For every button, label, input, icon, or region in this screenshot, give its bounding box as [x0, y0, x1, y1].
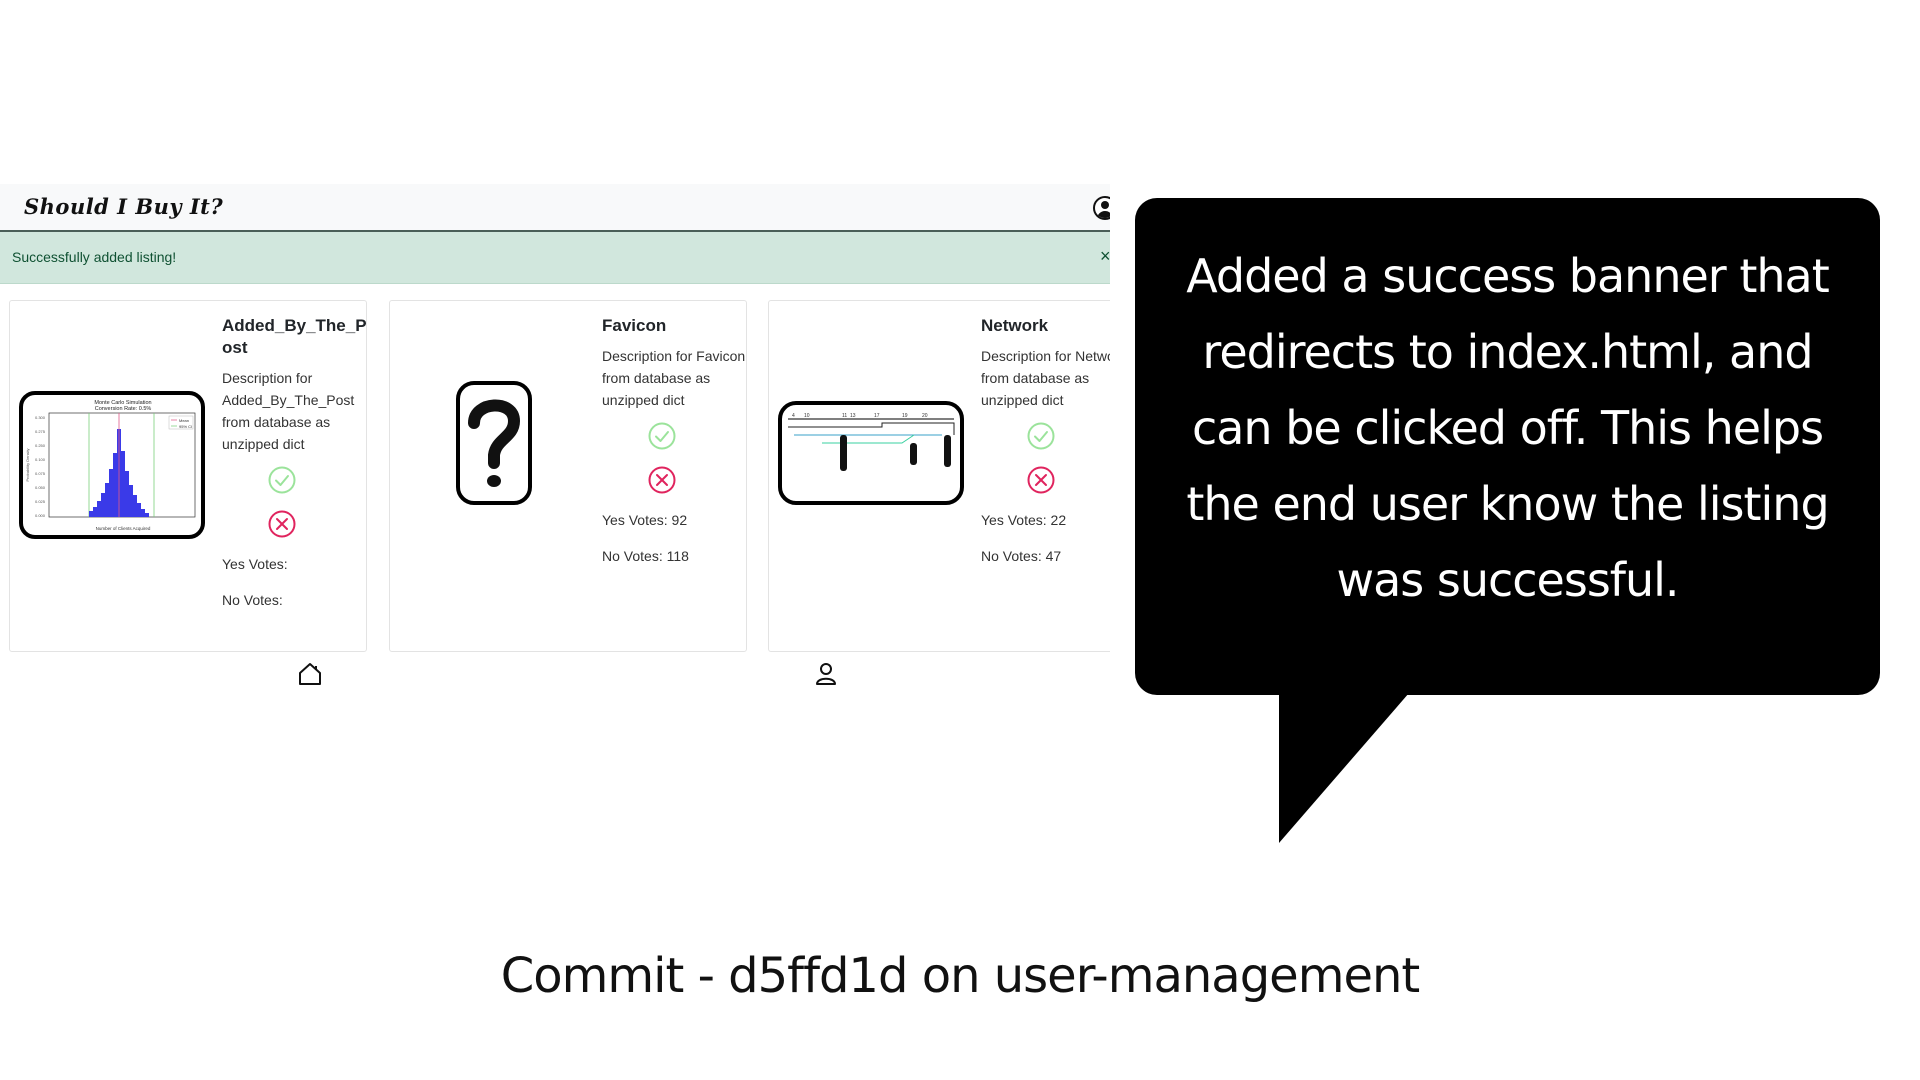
- no-votes: No Votes:: [222, 591, 372, 609]
- legend-ci: 95% CI: [179, 424, 192, 429]
- listing-title[interactable]: Favicon: [602, 316, 667, 335]
- svg-text:11: 11: [842, 413, 847, 419]
- svg-text:19: 19: [902, 413, 908, 419]
- listing-description: Description for Favicon from database as…: [602, 348, 746, 408]
- home-icon[interactable]: [296, 660, 324, 688]
- x-circle-icon[interactable]: [1026, 465, 1056, 495]
- listing-description: Description for Added_By_The_Post from d…: [222, 370, 355, 452]
- thumbnail-xlabel: Number of Clients Acquired: [96, 526, 151, 531]
- app-screenshot: Should I Buy It? Successfully added list…: [0, 184, 1110, 704]
- card-body: Network Description for Network from dat…: [981, 315, 1110, 565]
- user-circle-icon-head: [1101, 201, 1109, 209]
- question-mark-icon: [468, 399, 521, 487]
- alert-close-button[interactable]: ×: [1100, 246, 1110, 266]
- annotation-bubble: Added a success banner that redirects to…: [1135, 198, 1880, 695]
- svg-text:17: 17: [874, 413, 880, 419]
- yes-votes: Yes Votes: 22: [981, 511, 1110, 529]
- card-body: Added_By_The_Post Description for Added_…: [222, 315, 372, 609]
- user-circle-icon[interactable]: [1093, 196, 1110, 220]
- network-diagram-thumbnail: 4 10 11 13 17 19 20: [788, 413, 955, 471]
- check-circle-icon[interactable]: [647, 421, 677, 451]
- listing-thumbnail[interactable]: 4 10 11 13 17 19 20: [778, 401, 964, 505]
- thumbnail-y-ticks: 0.300 0.275 0.250 0.100 0.075 0.050 0.025 0.0…: [35, 415, 46, 518]
- svg-text:0.025: 0.025: [35, 499, 46, 504]
- listing-thumbnail[interactable]: Monte Carlo Simulation Conversion Rate: …: [19, 391, 205, 539]
- no-votes: No Votes: 47: [981, 547, 1110, 565]
- svg-text:10: 10: [804, 413, 810, 419]
- x-circle-icon[interactable]: [647, 465, 677, 495]
- alert-message: Successfully added listing!: [12, 249, 177, 265]
- listing-card: Favicon Description for Favicon from dat…: [389, 300, 747, 652]
- no-votes-label: No Votes:: [981, 548, 1042, 564]
- navbar: Should I Buy It?: [0, 184, 1110, 232]
- user-icon[interactable]: [812, 660, 840, 688]
- success-alert: Successfully added listing! ×: [0, 232, 1110, 284]
- no-votes-count: 118: [666, 548, 689, 564]
- yes-votes-label: Yes Votes:: [981, 512, 1047, 528]
- brand-logo[interactable]: Should I Buy It?: [24, 194, 224, 219]
- listing-thumbnail[interactable]: [456, 381, 532, 505]
- svg-text:0.075: 0.075: [35, 471, 46, 476]
- annotation-bubble-tail: [1279, 693, 1409, 843]
- svg-text:0.050: 0.050: [35, 485, 46, 490]
- card-body: Favicon Description for Favicon from dat…: [602, 315, 752, 565]
- no-votes-label: No Votes:: [602, 548, 663, 564]
- check-circle-icon[interactable]: [1026, 421, 1056, 451]
- thumbnail-ylabel: Probability Density: [25, 448, 30, 481]
- listing-card: 4 10 11 13 17 19 20 Network Description for N…: [768, 300, 1110, 652]
- thumbnail-chart-subtitle: Conversion Rate: 0.5%: [95, 406, 152, 412]
- listing-title[interactable]: Network: [981, 316, 1049, 335]
- listing-description: Description for Network from database as…: [981, 348, 1110, 408]
- thumbnail-chart-title: Monte Carlo Simulation: [94, 400, 151, 406]
- svg-text:13: 13: [850, 413, 856, 419]
- histogram-thumbnail: Monte Carlo Simulation Conversion Rate: …: [25, 400, 196, 531]
- no-votes: No Votes: 118: [602, 547, 752, 565]
- yes-votes-label: Yes Votes:: [602, 512, 668, 528]
- yes-votes: Yes Votes: 92: [602, 511, 752, 529]
- svg-text:0.275: 0.275: [35, 429, 46, 434]
- no-votes-count: 47: [1045, 548, 1062, 564]
- svg-text:0.100: 0.100: [35, 457, 46, 462]
- svg-text:0.000: 0.000: [35, 513, 46, 518]
- legend-mean: Mean: [179, 418, 189, 423]
- yes-votes-count: 22: [1050, 512, 1067, 528]
- listing-title[interactable]: Added_By_The_Post: [222, 316, 367, 357]
- commit-caption: Commit - d5ffd1d on user-management: [500, 948, 1420, 1004]
- svg-text:4: 4: [792, 413, 795, 419]
- check-circle-icon[interactable]: [267, 465, 297, 495]
- no-votes-label: No Votes:: [222, 592, 283, 608]
- yes-votes: Yes Votes:: [222, 555, 372, 573]
- svg-text:0.300: 0.300: [35, 415, 46, 420]
- annotation-text: Added a success banner that redirects to…: [1186, 249, 1830, 607]
- yes-votes-label: Yes Votes:: [222, 556, 288, 572]
- svg-text:0.250: 0.250: [35, 443, 46, 448]
- user-circle-icon-body: [1097, 211, 1110, 218]
- svg-text:20: 20: [922, 413, 928, 419]
- x-circle-icon[interactable]: [267, 509, 297, 539]
- yes-votes-count: 92: [671, 512, 688, 528]
- listing-card: Monte Carlo Simulation Conversion Rate: …: [9, 300, 367, 652]
